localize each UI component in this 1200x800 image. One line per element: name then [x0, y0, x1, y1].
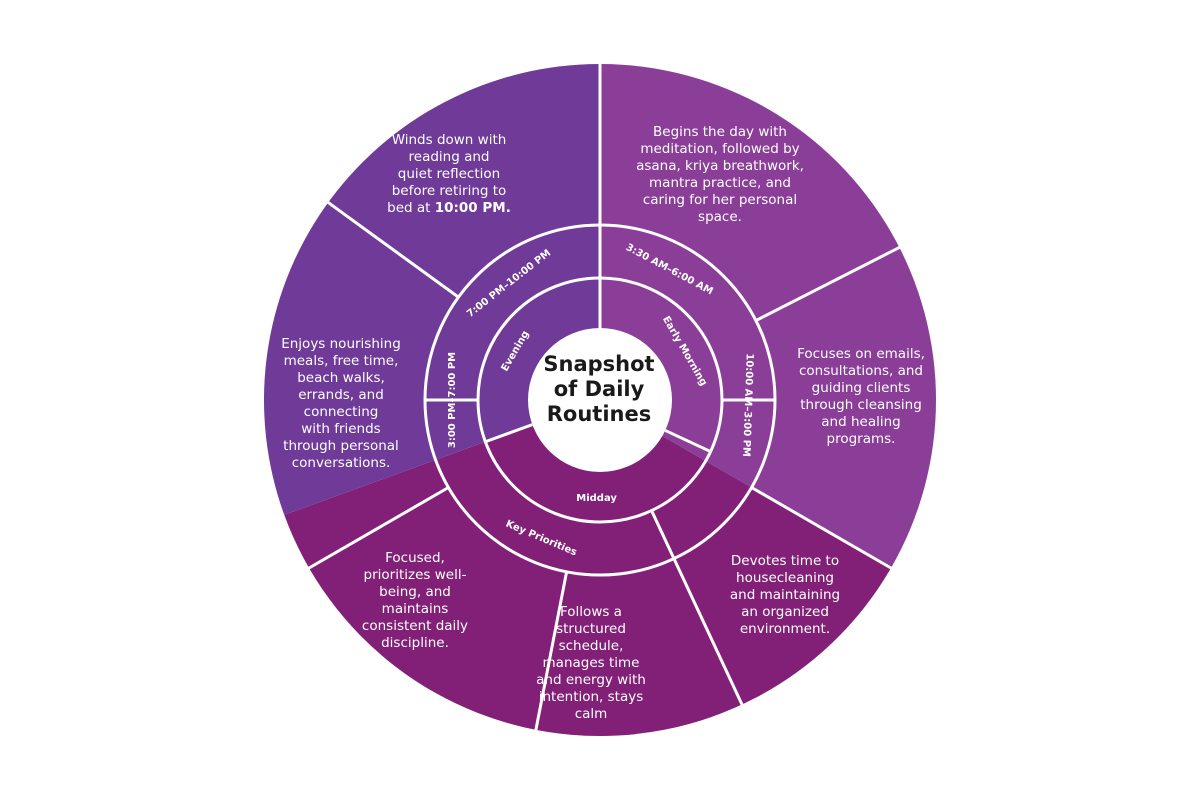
- blurb-key-priorities: Focused, prioritizes well- being, and ma…: [345, 550, 485, 652]
- blurb-line: consultations, and: [798, 363, 924, 379]
- middle-divider-2: [650, 509, 676, 560]
- inner-divider-1: [664, 429, 712, 453]
- blurb-line: intention, stays: [538, 689, 644, 705]
- blurb-evening-wind-down: Winds down with reading and quiet reflec…: [378, 132, 520, 217]
- time-label-late-morning: 10:00 AM–3:00 PM: [740, 353, 755, 457]
- outer-divider-1: [755, 245, 902, 322]
- time-label-afternoon: 3:00 PM–7:00 PM: [447, 352, 458, 448]
- blurb-line: asana, kriya breathwork,: [636, 158, 804, 174]
- blurb-line: and maintaining: [729, 587, 841, 603]
- blurb-line: meals, free time,: [283, 353, 399, 369]
- blurb-line: Focuses on emails,: [797, 346, 925, 362]
- blurb-line: Devotes time to: [730, 553, 840, 569]
- blurb-line: connecting: [303, 404, 379, 420]
- blurb-line: conversations.: [291, 455, 391, 471]
- blurb-line: meditation, followed by: [640, 141, 800, 157]
- blurb-line: manages time: [542, 655, 640, 671]
- blurb-housecleaning: Devotes time to housecleaning and mainta…: [710, 553, 860, 638]
- blurb-line: bed at 10:00 PM.: [378, 200, 520, 217]
- outer-divider-5: [306, 486, 450, 571]
- blurb-line: and energy with: [536, 672, 646, 688]
- blurb-line: being, and: [379, 584, 451, 600]
- blurb-line: guiding clients: [811, 380, 911, 396]
- blurb-text: bed at: [387, 200, 435, 216]
- inner-divider-2: [484, 423, 533, 444]
- blurb-line: Begins the day with: [653, 124, 787, 140]
- blurb-line: and healing: [821, 414, 901, 430]
- center-title-line-1: Snapshot: [543, 352, 655, 376]
- center-title-line-2: of Daily: [553, 377, 645, 401]
- wedge-midday: [284, 400, 891, 736]
- center-title: Snapshot of Daily Routines: [536, 352, 662, 427]
- blurb-line: beach walks,: [297, 370, 385, 386]
- blurb-line: Focused,: [385, 550, 445, 566]
- blurb-line: programs.: [826, 431, 896, 447]
- outer-divider-4: [534, 571, 569, 733]
- blurb-late-morning-work: Focuses on emails, consultations, and gu…: [782, 346, 940, 448]
- blurb-line: an organized: [741, 604, 829, 620]
- center-disk: [528, 328, 672, 472]
- outer-divider-2: [750, 486, 894, 571]
- blurb-line: Enjoys nourishing: [281, 336, 401, 352]
- blurb-line: through personal: [283, 438, 399, 454]
- blurb-line: caring for her personal: [642, 192, 798, 208]
- blurb-line: errands, and: [298, 387, 384, 403]
- blurb-line: Winds down with: [391, 132, 507, 148]
- blurb-line: schedule,: [558, 638, 624, 654]
- bedtime-emphasis: 10:00 PM.: [434, 200, 511, 216]
- blurb-line: consistent daily: [361, 618, 469, 634]
- period-label-midday: Midday: [576, 493, 617, 504]
- outer-divider-6: [325, 200, 460, 299]
- blurb-line: quiet reflection: [397, 166, 501, 182]
- blurb-afternoon-leisure: Enjoys nourishing meals, free time, beac…: [264, 336, 418, 472]
- blurb-line: through cleansing: [800, 397, 922, 413]
- blurb-line: calm: [574, 706, 608, 722]
- blurb-line: Follows a: [560, 604, 622, 620]
- blurb-line: reading and: [408, 149, 490, 165]
- blurb-line: discipline.: [381, 635, 449, 651]
- blurb-line: with friends: [301, 421, 381, 437]
- blurb-line: maintains: [381, 601, 449, 617]
- blurb-line: housecleaning: [736, 570, 834, 586]
- blurb-line: space.: [698, 209, 742, 225]
- center-title-line-3: Routines: [546, 402, 652, 426]
- blurb-line: before retiring to: [391, 183, 507, 199]
- blurb-line: structured: [556, 621, 626, 637]
- blurb-line: environment.: [739, 621, 831, 637]
- blurb-line: prioritizes well-: [363, 567, 467, 583]
- blurb-line: mantra practice, and: [649, 175, 791, 191]
- outer-divider-3: [672, 557, 745, 707]
- wedge-evening: [263, 64, 600, 515]
- blurb-structured-schedule: Follows a structured schedule, manages t…: [520, 604, 662, 723]
- blurb-early-morning-practice: Begins the day with meditation, followed…: [620, 124, 820, 226]
